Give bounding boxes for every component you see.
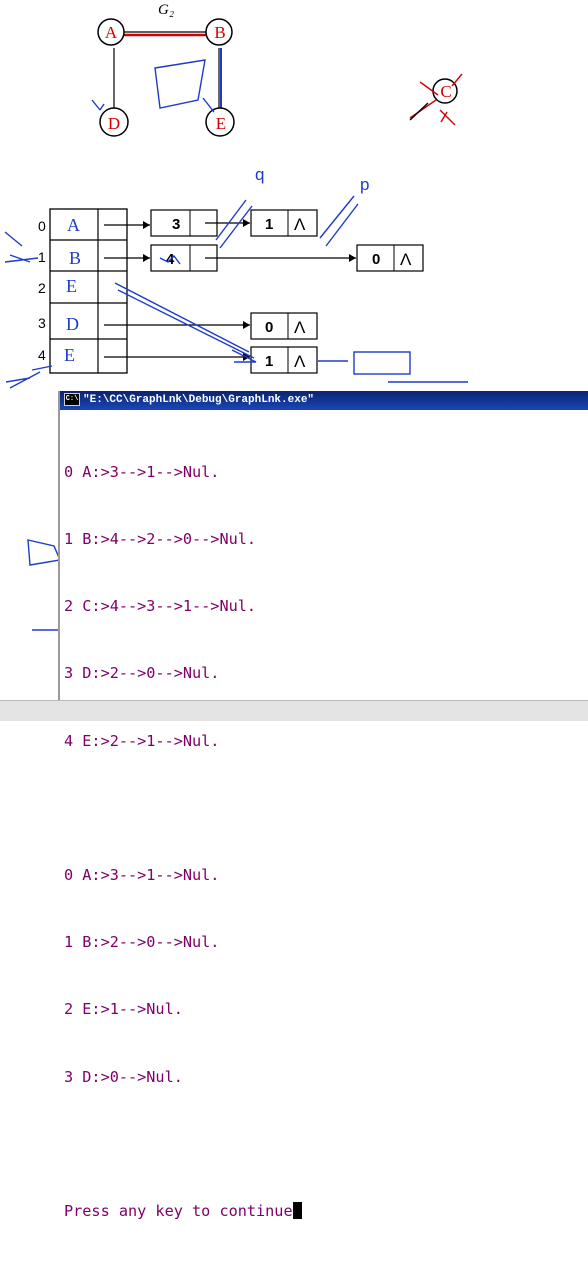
console-line (64, 1133, 588, 1155)
row-index-4: 4 (38, 347, 46, 363)
edge-node-1-b: 1 Λ (250, 346, 318, 374)
graph-node-e: E (205, 107, 235, 137)
console-line: 3 D:>0-->Nul. (64, 1067, 183, 1086)
graph-node-label: D (108, 114, 120, 133)
console-titlebar[interactable]: C:\"E:\CC\GraphLnk\Debug\GraphLnk.exe" (60, 391, 588, 410)
pointer-label-q: q (255, 165, 264, 184)
graph-node-d: D (99, 107, 129, 137)
graph-node-label: C (440, 82, 451, 101)
console-line: 3 D:>2-->0-->Nul. (64, 664, 220, 683)
graph-node-c: C (432, 78, 458, 104)
graph-node-b: B (205, 18, 233, 46)
row-index-0: 0 (38, 218, 46, 234)
edge-node-value: 1 (265, 216, 273, 233)
row-index-1: 1 (38, 249, 46, 265)
null-symbol: Λ (400, 250, 412, 269)
edge-node-3: 3 (150, 209, 218, 237)
console-line (64, 797, 588, 819)
edge-node-value: 0 (372, 251, 380, 268)
row-vertex-3: D (66, 314, 79, 334)
console-prompt: Press any key to continue (64, 1202, 293, 1221)
whiteboard-canvas: G₂ A B D E C 0 1 2 3 4 A B E D E (4, 2, 468, 689)
edge-node-value: 0 (265, 319, 273, 336)
console-line: 0 A:>3-->1-->Nul. (64, 866, 220, 885)
row-vertex-1: B (69, 248, 81, 268)
graph-node-label: B (214, 23, 225, 42)
edge-node-value: 1 (265, 353, 273, 370)
row-index-2: 2 (38, 280, 46, 296)
adjacency-vertex-table (49, 208, 128, 374)
console-line: 1 B:>2-->0-->Nul. (64, 933, 220, 952)
console-line: 0 A:>3-->1-->Nul. (64, 462, 220, 481)
graph-node-label: E (216, 114, 226, 133)
graph-title: G₂ (158, 2, 174, 18)
graph-node-a: A (97, 18, 125, 46)
graph-node-label: A (105, 23, 118, 42)
edge-node-value: 3 (172, 216, 180, 233)
text-cursor (292, 1202, 302, 1220)
row-index-3: 3 (38, 315, 46, 331)
pointer-label-p: p (360, 175, 369, 194)
console-line: 4 E:>2-->1-->Nul. (64, 731, 220, 750)
row-vertex-0: A (67, 215, 80, 235)
edge-node-0-a: 0 Λ (356, 244, 424, 272)
edge-node-0-b: 0 Λ (250, 312, 318, 340)
row-vertex-2: E (66, 276, 77, 296)
console-system-icon[interactable]: C:\ (64, 392, 80, 406)
edge-node-1-a: 1 Λ (250, 209, 318, 237)
null-symbol: Λ (294, 318, 306, 337)
console-line: 1 B:>4-->2-->0-->Nul. (64, 530, 257, 549)
console-prompt-line: Press any key to continue (64, 1200, 588, 1222)
console-line: 2 C:>4-->3-->1-->Nul. (64, 597, 257, 616)
status-bar (0, 700, 588, 721)
null-symbol: Λ (294, 352, 306, 371)
console-window[interactable]: C:\"E:\CC\GraphLnk\Debug\GraphLnk.exe" 0… (58, 391, 588, 1220)
null-symbol: Λ (294, 215, 306, 234)
console-title: "E:\CC\GraphLnk\Debug\GraphLnk.exe" (83, 394, 315, 406)
row-vertex-4: E (64, 345, 75, 365)
console-line: 2 E:>1-->Nul. (64, 1000, 183, 1019)
console-output: 0 A:>3-->1-->Nul. 1 B:>4-->2-->0-->Nul. … (60, 410, 588, 1267)
